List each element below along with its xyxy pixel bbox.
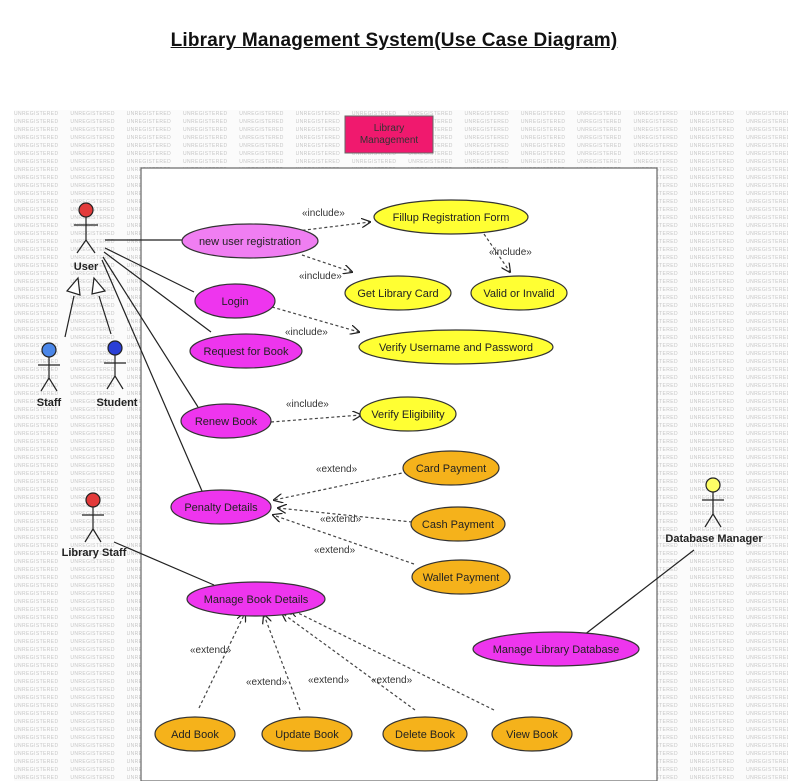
extend-label: «extend» [314, 545, 356, 556]
use-case-label: Wallet Payment [423, 572, 500, 584]
extend-label: «extend» [320, 514, 362, 525]
actor-user-figure [74, 202, 98, 254]
system-boundary [140, 167, 658, 781]
use-case-label: Delete Book [395, 729, 455, 741]
actor-label-student: Student [97, 397, 138, 409]
use-case-cash-payment [410, 506, 506, 542]
include-arrow-registration-form [296, 222, 370, 232]
use-case-label: Verify Username and Password [379, 342, 533, 354]
use-case-manage-library-database [472, 631, 640, 667]
use-case-new-user-registration [181, 223, 319, 259]
include-arrow-valid-invalid [483, 233, 510, 272]
student-generalization-arrowhead [91, 276, 107, 295]
use-case-login [194, 283, 276, 319]
user-penalty-association [101, 259, 203, 492]
use-case-valid-or-invalid [470, 275, 568, 311]
extend-arrow-cash-payment [278, 508, 413, 523]
actor-label-library-staff: Library Staff [62, 547, 127, 559]
use-case-verify-username-password [358, 329, 554, 365]
include-arrow-verify-eligibility [270, 415, 361, 423]
use-case-label: Renew Book [195, 416, 258, 428]
extend-arrow-card-payment [274, 471, 408, 500]
use-case-get-library-card [344, 275, 452, 311]
database-manager-association [583, 549, 695, 636]
actor-student-figure [104, 340, 126, 390]
use-case-label: new user registration [199, 236, 301, 248]
use-case-label: View Book [506, 729, 558, 741]
use-case-label: Fillup Registration Form [393, 212, 510, 224]
system-boundary-label-line-1: Library [374, 123, 405, 134]
use-case-view-book [491, 716, 573, 752]
use-case-label: Update Book [275, 729, 339, 741]
use-case-label: Penalty Details [184, 502, 258, 514]
library-staff-manage-association [113, 541, 215, 586]
system-boundary-label-line-2: Management [360, 135, 419, 146]
use-case-label: Request for Book [204, 346, 289, 358]
extend-arrow-add-book [198, 613, 245, 709]
student-generalization-line [98, 295, 112, 335]
actor-staff-figure [38, 342, 60, 392]
include-label: «include» [299, 271, 342, 282]
use-case-diagram: Library Management [37, 115, 763, 781]
extend-label: «extend» [190, 645, 232, 656]
page-title: Library Management System(Use Case Diagr… [170, 30, 618, 51]
use-case-fillup-registration-form [373, 199, 529, 235]
user-renew-association [102, 256, 199, 408]
use-case-label: Add Book [171, 729, 219, 741]
use-case-label: Cash Payment [422, 519, 494, 531]
use-case-label: Manage Book Details [204, 594, 309, 606]
use-case-delete-book [382, 716, 468, 752]
extend-label: «extend» [246, 677, 288, 688]
use-case-label: Verify Eligibility [371, 409, 445, 421]
use-case-label: Valid or Invalid [483, 288, 554, 300]
include-label: «include» [286, 399, 329, 410]
extend-label: «extend» [308, 675, 350, 686]
user-request-association [103, 251, 212, 333]
include-label: «include» [285, 327, 328, 338]
actor-label-user: User [74, 261, 99, 273]
extend-label: «extend» [316, 464, 358, 475]
extend-arrow-wallet-payment [273, 515, 415, 565]
actor-database-manager-figure [702, 477, 724, 528]
use-case-update-book [261, 716, 353, 752]
use-case-label: Manage Library Database [493, 644, 620, 656]
staff-generalization-line [64, 295, 75, 338]
extend-arrow-update-book [264, 615, 301, 711]
include-arrow-library-card [301, 254, 352, 272]
use-case-label: Card Payment [416, 463, 486, 475]
extend-arrow-view-book [290, 609, 495, 711]
diagram-canvas: UNREGISTERED UNREGISTERED UNREGISTERED U… [14, 110, 788, 781]
extend-label: «extend» [371, 675, 413, 686]
include-label: «include» [489, 247, 532, 258]
staff-generalization-arrowhead [65, 276, 81, 296]
system-boundary-label-box [344, 115, 434, 154]
actor-label-database-manager: Database Manager [665, 533, 763, 545]
include-arrow-verify-credentials [271, 306, 359, 332]
use-case-card-payment [402, 450, 500, 486]
use-case-label: Login [222, 296, 249, 308]
use-case-wallet-payment [411, 559, 511, 595]
include-label: «include» [302, 208, 345, 219]
actor-library-staff-figure [82, 492, 104, 543]
use-case-renew-book [180, 403, 272, 439]
use-case-penalty-details [170, 489, 272, 525]
actor-label-staff: Staff [37, 397, 62, 409]
use-case-manage-book-details [186, 581, 326, 617]
use-case-verify-eligibility [359, 396, 457, 432]
use-case-label: Get Library Card [357, 288, 438, 300]
use-case-request-for-book [189, 333, 303, 369]
user-login-association [104, 247, 195, 293]
use-case-add-book [154, 716, 236, 752]
